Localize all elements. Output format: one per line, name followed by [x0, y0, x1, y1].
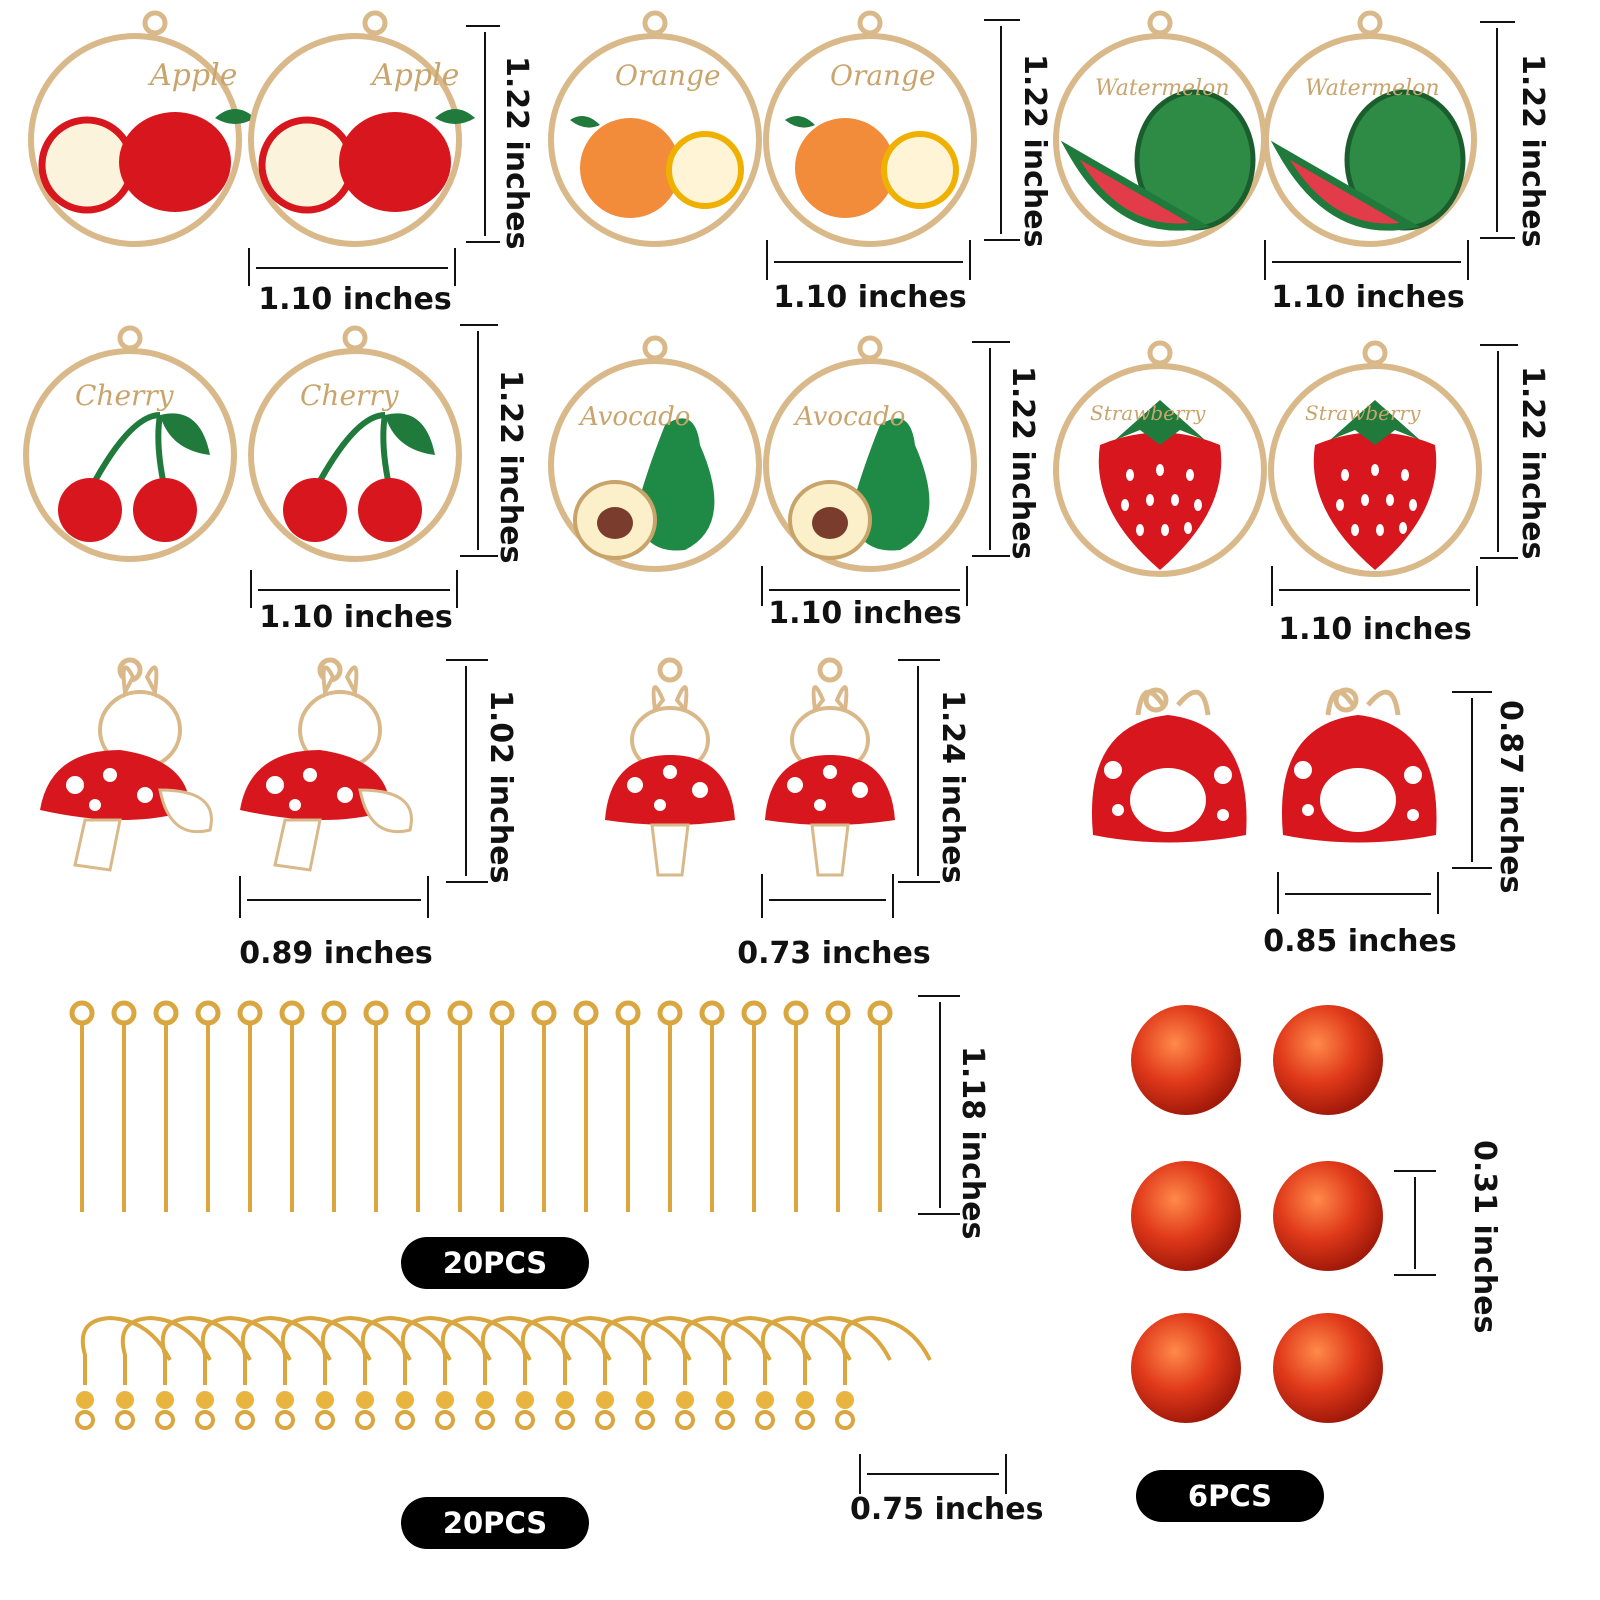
orange-height-label: 1.22 inches — [1017, 54, 1052, 248]
glass-beads — [1131, 1005, 1383, 1423]
bunny-mushroom-height-label: 1.02 inches — [483, 690, 518, 884]
strawberry-pendant — [1053, 340, 1267, 577]
cherry-pendant — [23, 325, 237, 562]
orange-pendant — [548, 10, 762, 247]
avocado-pendant — [548, 335, 762, 572]
apple-width-label: 1.10 inches — [258, 282, 452, 317]
bunny-small-pendant — [605, 657, 735, 877]
bunny-mushroom-pendant — [40, 657, 213, 872]
watermelon-script-label: Watermelon — [1095, 76, 1230, 101]
orange-script-label: Orange — [615, 59, 721, 92]
dimension-lines — [239, 19, 1518, 1494]
watermelon-height-label: 1.22 inches — [1515, 54, 1550, 248]
ear-hooks — [75, 1315, 932, 1430]
strawberry-script-label: Strawberry — [1305, 401, 1421, 425]
cherry-height-label: 1.22 inches — [493, 370, 528, 564]
eye-pins-count-badge: 20PCS — [401, 1237, 589, 1289]
apple-pendant — [28, 10, 255, 247]
bunny-mushroom-pendant-pair — [40, 657, 413, 872]
bead-size-label: 0.31 inches — [1467, 1140, 1502, 1334]
eye-pin-length-label: 1.18 inches — [955, 1046, 990, 1240]
ear-hook-width-label: 0.75 inches — [850, 1492, 1044, 1527]
cherry-pendant — [248, 325, 462, 562]
watermelon-pendant — [1053, 10, 1267, 247]
avocado-pendant — [763, 335, 977, 572]
bunny-small-pendant — [765, 657, 895, 877]
mushroom-cap-pendant — [1091, 687, 1247, 843]
strawberry-height-label: 1.22 inches — [1515, 366, 1550, 560]
bunny-mushroom-width-label: 0.89 inches — [239, 936, 433, 971]
apple-height-label: 1.22 inches — [499, 56, 534, 250]
bunny-small-height-label: 1.24 inches — [935, 690, 970, 884]
bunny-mushroom-pendant — [240, 657, 413, 872]
orange-pendant — [763, 10, 977, 247]
mushroom-cap-height-label: 0.87 inches — [1493, 700, 1528, 894]
cherry-width-label: 1.10 inches — [259, 600, 453, 635]
orange-width-label: 1.10 inches — [773, 280, 967, 315]
avocado-height-label: 1.22 inches — [1005, 366, 1040, 560]
mushroom-cap-pendant-pair — [1091, 687, 1437, 843]
cherry-script-label: Cherry — [300, 379, 400, 412]
avocado-script-label: Avocado — [578, 402, 690, 432]
avocado-pendant-pair: Avocado Avocado — [548, 335, 977, 572]
avocado-script-label: Avocado — [793, 402, 905, 432]
avocado-width-label: 1.10 inches — [768, 596, 962, 631]
strawberry-script-label: Strawberry — [1090, 401, 1206, 425]
bunny-small-width-label: 0.73 inches — [737, 936, 931, 971]
apple-script-label: Apple — [147, 58, 237, 93]
bunny-small-pendant-pair — [605, 657, 895, 877]
watermelon-script-label: Watermelon — [1305, 76, 1440, 101]
mushroom-cap-pendant — [1281, 687, 1437, 843]
mushroom-cap-width-label: 0.85 inches — [1263, 924, 1457, 959]
ear-hooks-count-badge: 20PCS — [401, 1497, 589, 1549]
cherry-script-label: Cherry — [75, 379, 175, 412]
strawberry-width-label: 1.10 inches — [1278, 612, 1472, 647]
cherry-pendant-pair: Cherry Cherry — [23, 325, 462, 562]
orange-script-label: Orange — [830, 59, 936, 92]
apple-pendant-pair: Apple Apple — [28, 10, 475, 247]
watermelon-pendant-pair: Watermelon Watermelon — [1053, 10, 1477, 247]
apple-script-label: Apple — [369, 58, 459, 93]
orange-pendant-pair: Orange Orange — [548, 10, 977, 247]
eye-pins — [69, 1000, 893, 1212]
strawberry-pendant-pair: Strawberry Strawberry — [1053, 340, 1482, 577]
beads-count-badge: 6PCS — [1136, 1470, 1324, 1522]
strawberry-pendant — [1268, 340, 1482, 577]
apple-pendant — [248, 10, 475, 247]
watermelon-width-label: 1.10 inches — [1271, 280, 1465, 315]
watermelon-pendant — [1263, 10, 1477, 247]
